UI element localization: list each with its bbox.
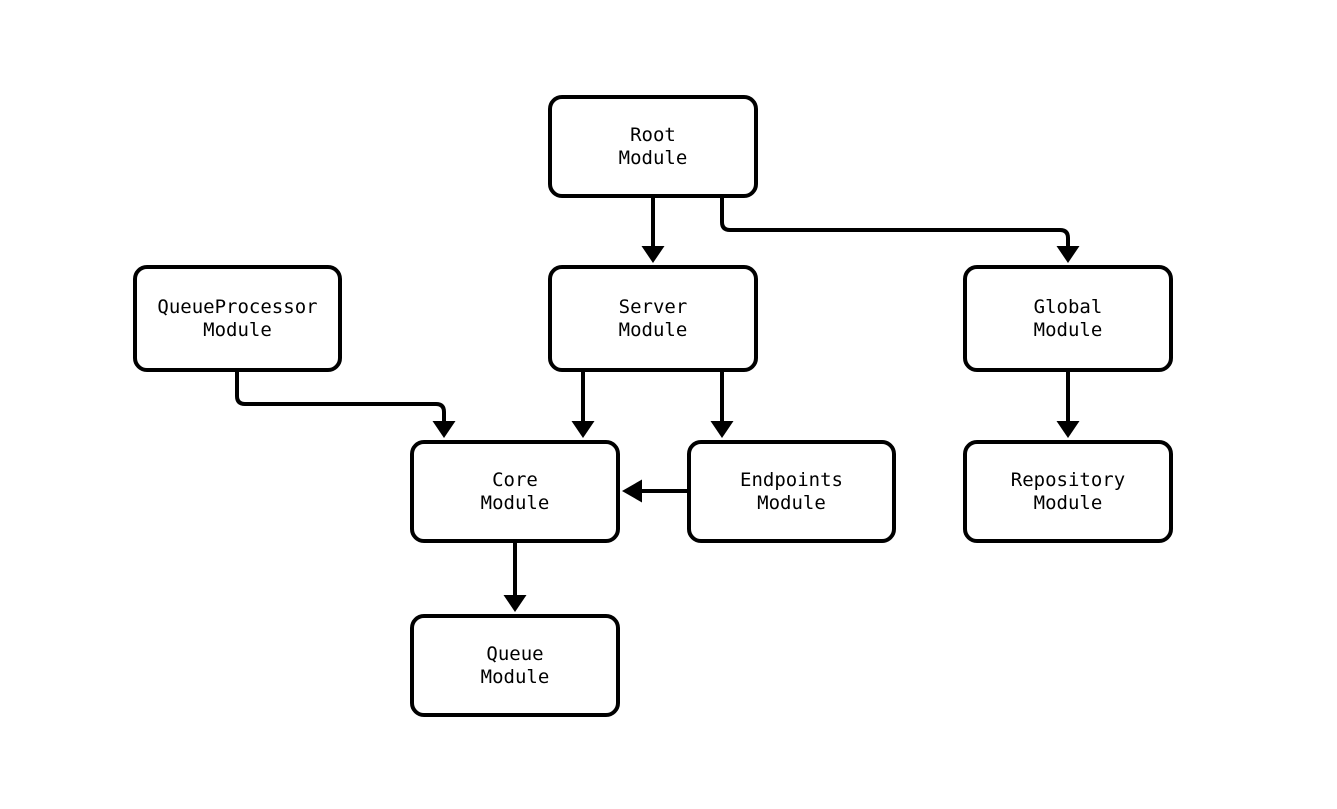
node-root-module-label-line2: Module [618, 146, 688, 169]
edge-queueprocessor-to-core [235, 372, 456, 438]
edge-root-to-global [720, 198, 1080, 263]
node-server-module-label-line1: Server [618, 295, 688, 318]
node-global-module[interactable]: Global Module [963, 265, 1173, 372]
node-repository-module-label-line1: Repository [1010, 468, 1126, 491]
node-root-module[interactable]: Root Module [548, 95, 758, 198]
edge-core-to-queue [503, 543, 527, 612]
edge-server-to-endpoints [710, 372, 734, 438]
edge-endpoints-to-core [622, 479, 687, 503]
node-queueprocessor-module-label-line2: Module [203, 318, 272, 341]
node-server-module[interactable]: Server Module [548, 265, 758, 372]
node-global-module-label-line1: Global [1033, 295, 1103, 318]
node-endpoints-module-label-line2: Module [757, 491, 826, 514]
node-queueprocessor-module[interactable]: QueueProcessor Module [133, 265, 342, 372]
node-global-module-label-line2: Module [1033, 318, 1103, 341]
node-root-module-label-line1: Root [630, 123, 676, 146]
node-repository-module[interactable]: Repository Module [963, 440, 1173, 543]
edge-global-to-repository [1056, 372, 1080, 438]
node-endpoints-module[interactable]: Endpoints Module [687, 440, 896, 543]
node-queue-module[interactable]: Queue Module [410, 614, 620, 717]
node-core-module[interactable]: Core Module [410, 440, 620, 543]
node-queue-module-label-line1: Queue [486, 642, 544, 665]
node-server-module-label-line2: Module [618, 318, 688, 341]
node-queue-module-label-line2: Module [480, 665, 550, 688]
node-repository-module-label-line2: Module [1033, 491, 1103, 514]
edge-root-to-server [641, 198, 665, 263]
edge-server-to-core [571, 372, 595, 438]
node-core-module-label-line2: Module [480, 491, 550, 514]
node-endpoints-module-label-line1: Endpoints [740, 468, 843, 491]
node-queueprocessor-module-label-line1: QueueProcessor [157, 295, 318, 318]
node-core-module-label-line1: Core [492, 468, 538, 491]
